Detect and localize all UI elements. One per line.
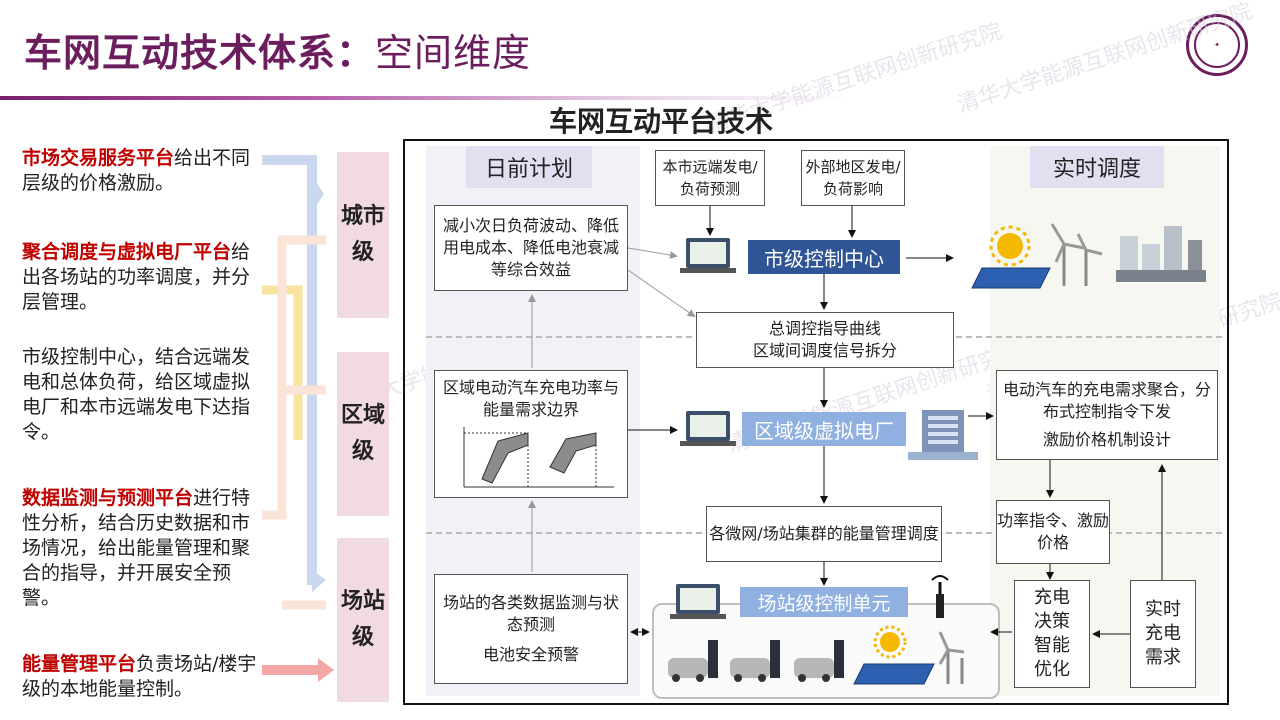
dispatch-curve-label: 总调控指导曲线 xyxy=(768,319,881,338)
laptop-icon-region xyxy=(680,411,736,446)
platform-frame xyxy=(403,139,1229,705)
arrow-goal-to-dispatch xyxy=(627,269,696,318)
text-market: 给出不同层级的价格激励。 xyxy=(22,147,251,194)
battery-warning-label: 电池安全预警 xyxy=(482,645,579,664)
text-vpp: 给出各场站的功率调度，并分层管理。 xyxy=(22,241,251,313)
left-text-market: 市场交易服务平台给出不同层级的价格激励。 xyxy=(22,146,264,196)
level-station: 场站级 xyxy=(337,538,389,702)
solar-panel-icon-station xyxy=(853,663,935,685)
boundary-plot-icon xyxy=(463,427,614,488)
flow-line-data-branches xyxy=(282,385,326,610)
box-realtime-demand: 实时充电需求 xyxy=(1130,580,1196,688)
title-underline xyxy=(0,96,850,100)
text-energy: 负责场站/楼宇级的本地能量控制。 xyxy=(22,653,257,700)
ev-charging-icon-1 xyxy=(668,640,718,682)
box-station-monitor: 场站的各类数据监测与状态预测 电池安全预警 xyxy=(434,574,628,684)
sun-icon-station xyxy=(873,625,907,659)
page-title: 车网互动技术体系：空间维度 xyxy=(24,22,531,77)
power-plant-icon xyxy=(1116,226,1206,282)
box-region-boundary: 区域电动汽车充电功率与能量需求边界 xyxy=(434,370,628,498)
platform-title: 车网互动平台技术 xyxy=(549,105,774,138)
level-region: 区域级 xyxy=(337,352,389,516)
region-boundary-label: 区域电动汽车充电功率与能量需求边界 xyxy=(443,378,620,419)
hl-energy: 能量管理平台 xyxy=(22,653,137,675)
level-city: 城市级 xyxy=(337,152,389,318)
city-control-center: 市级控制中心 xyxy=(748,240,900,274)
station-control-unit: 场站级控制单元 xyxy=(740,587,908,617)
left-text-city-control: 市级控制中心，结合远端发电和总体负荷，给区域虚拟电厂和本市远端发电下达指令。 xyxy=(22,346,251,443)
left-text-data: 数据监测与预测平台进行特性分析，结合历史数据和市场情况，给出能量管理和聚合的指导… xyxy=(22,486,264,611)
wind-turbine-icon-station xyxy=(938,631,965,684)
left-text-vpp: 聚合调度与虚拟电厂平台给出各场站的功率调度，并分层管理。 xyxy=(22,240,264,315)
text-data: 进行特性分析，结合历史数据和市场情况，给出能量管理和聚合的指导，并开展安全预警。 xyxy=(22,487,251,609)
header-realtime: 实时调度 xyxy=(1030,146,1164,188)
dispatch-split-label: 区域间调度信号拆分 xyxy=(752,341,897,360)
box-external-impact: 外部地区发电/负荷影响 xyxy=(801,150,905,206)
flow-line-data xyxy=(262,235,326,520)
box-power-command: 功率指令、激励价格 xyxy=(996,500,1110,564)
page-title-main: 车网互动技术体系： xyxy=(24,31,376,75)
box-city-goal: 减小次日负荷波动、降低用电成本、降低电池衰减等综合效益 xyxy=(434,205,628,291)
wind-turbine-icon-city xyxy=(1050,223,1103,286)
arrow-goal-to-laptop xyxy=(627,247,678,259)
page-title-sub: 空间维度 xyxy=(375,31,532,75)
logo-inner-ring: ✦ xyxy=(1194,22,1240,68)
university-logo-icon: ✦ xyxy=(1186,14,1248,76)
arrow-head-market-station xyxy=(312,570,326,592)
incentive-design-label: 激励价格机制设计 xyxy=(1042,430,1171,449)
header-day-ahead: 日前计划 xyxy=(466,146,592,188)
hl-vpp: 聚合调度与虚拟电厂平台 xyxy=(22,241,232,263)
left-flow-arrows xyxy=(262,155,334,682)
laptop-icon-station xyxy=(670,584,726,619)
sun-icon-city xyxy=(989,225,1031,267)
laptop-icon-city xyxy=(680,238,736,273)
box-local-forecast: 本市远端发电/负荷预测 xyxy=(655,150,765,206)
box-charge-decision: 充电决策智能优化 xyxy=(1014,580,1090,688)
station-monitor-label: 场站的各类数据监测与状态预测 xyxy=(443,593,620,634)
arrow-head-market xyxy=(312,176,324,212)
arrow-head-energy xyxy=(318,658,334,682)
solar-panel-icon-city xyxy=(971,267,1051,289)
left-text-energy: 能量管理平台负责场站/楼宇级的本地能量控制。 xyxy=(22,652,264,702)
ev-charging-icon-2 xyxy=(730,640,780,682)
box-microgrid: 各微网/场站集群的能量管理调度 xyxy=(706,506,942,562)
hl-data: 数据监测与预测平台 xyxy=(22,487,194,509)
region-aggregation-label: 电动汽车的充电需求聚合，分布式控制指令下发 xyxy=(1003,380,1212,421)
box-dispatch: 总调控指导曲线区域间调度信号拆分 xyxy=(696,312,954,368)
building-icon xyxy=(908,410,978,460)
box-region-right: 电动汽车的充电需求聚合，分布式控制指令下发 激励价格机制设计 xyxy=(996,370,1218,460)
antenna-icon xyxy=(931,575,949,618)
hl-market: 市场交易服务平台 xyxy=(22,147,175,169)
ev-charging-icon-3 xyxy=(794,640,844,682)
region-vpp: 区域级虚拟电厂 xyxy=(742,412,906,446)
